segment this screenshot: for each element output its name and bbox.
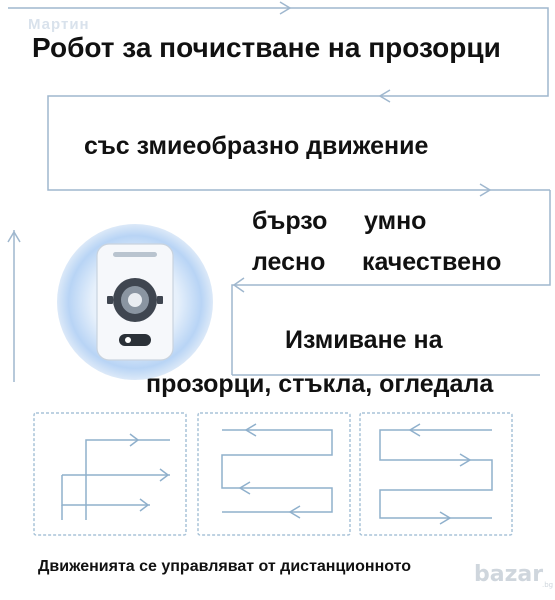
logo-sub-text: .bg — [542, 581, 553, 589]
feature-smart: умно — [364, 207, 427, 235]
feature-easy: лесно — [252, 248, 326, 276]
watermark-text: Мартин — [28, 16, 90, 33]
feature-fast: бързо — [252, 207, 328, 235]
usage-line-1: Измиване на — [285, 326, 443, 354]
pattern-panels — [33, 412, 513, 536]
headline-line-2: със змиеобразно движение — [84, 132, 429, 160]
feature-quality: качествено — [362, 248, 502, 276]
usage-line-2: прозорци, стъкла, огледала — [146, 370, 494, 398]
logo-text: bazar — [474, 562, 543, 587]
headline-line-1: Робот за почистване на прозорци — [32, 32, 501, 63]
bazar-logo-watermark: bazar .bg — [474, 562, 553, 589]
footer-caption: Движенията се управляват от дистанционно… — [38, 558, 412, 575]
window-robot-image — [57, 224, 213, 380]
